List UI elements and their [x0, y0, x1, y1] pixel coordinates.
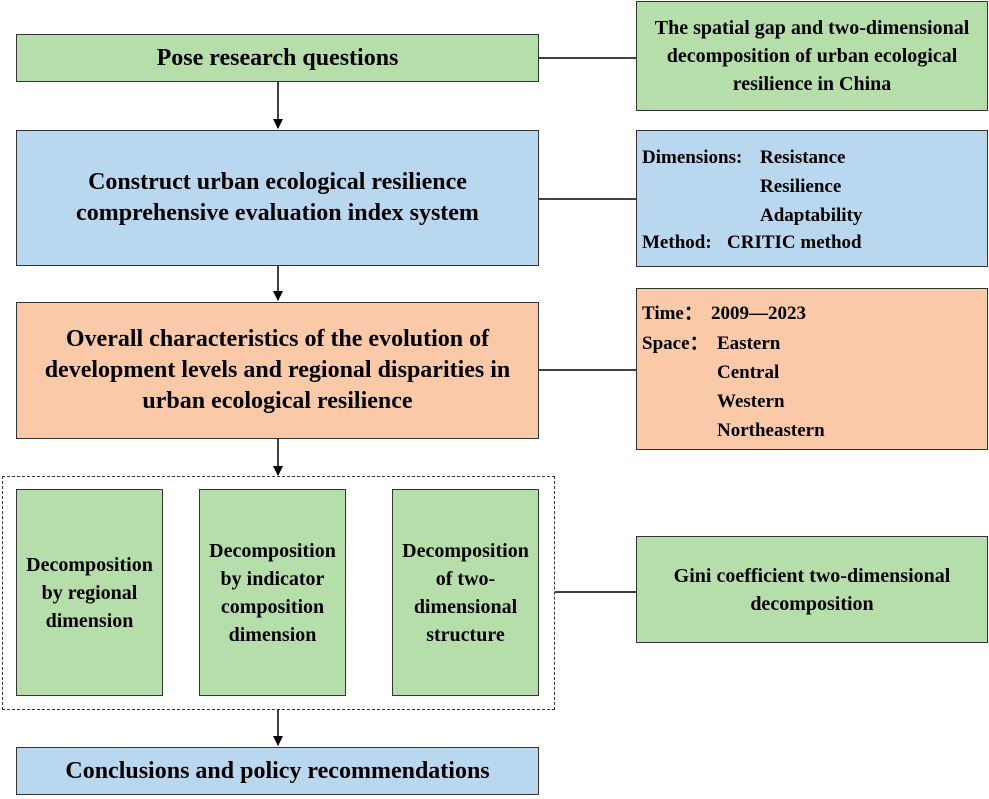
structure-line-2: of two- [435, 567, 496, 590]
spatial-gap-line-3: resilience in China [732, 73, 892, 95]
structure-line-3: dimensional [413, 595, 518, 618]
overall-line-3: urban ecological resilience [142, 388, 413, 414]
dimensions-label: Dimensions: [642, 147, 743, 168]
decomposition-group [2, 476, 555, 710]
indicator-line-3: composition [220, 595, 325, 618]
method-critic: CRITIC method [727, 232, 862, 253]
space-northeastern: Northeastern [717, 420, 825, 441]
conclusions-text: Conclusions and policy recommendations [65, 757, 490, 784]
decomposition-regional-box: Decomposition by regional dimension [16, 489, 163, 696]
conclusions-box: Conclusions and policy recommendations [16, 747, 539, 795]
space-eastern: Eastern [717, 333, 781, 354]
time-range: 2009—2023 [711, 303, 806, 324]
decomposition-structure-box: Decomposition of two- dimensional struct… [392, 489, 539, 696]
structure-line-4: structure [426, 623, 505, 646]
indicator-line-2: by indicator [220, 567, 325, 590]
time-space-box: Time： 2009—2023 Space： Eastern Central W… [636, 288, 988, 450]
pose-research-questions-text: Pose research questions [156, 44, 399, 71]
dimension-resistance: Resistance [760, 147, 846, 168]
structure-line-1: Decomposition [402, 539, 529, 562]
construct-index-system-box: Construct urban ecological resilience co… [16, 130, 539, 266]
regional-line-1: Decomposition [26, 553, 153, 576]
overall-characteristics-box: Overall characteristics of the evolution… [16, 302, 539, 439]
indicator-line-1: Decomposition [209, 539, 336, 562]
spatial-gap-line-1: The spatial gap and two-dimensional [654, 17, 970, 39]
construct-line-1: Construct urban ecological resilience [88, 169, 467, 195]
dimension-adaptability: Adaptability [760, 205, 863, 226]
space-western: Western [717, 391, 785, 412]
pose-research-questions-box: Pose research questions [16, 34, 539, 82]
regional-line-2: by regional [41, 581, 138, 604]
space-label: Space： [642, 333, 709, 354]
spatial-gap-line-2: decomposition of urban ecological [666, 45, 958, 67]
regional-line-3: dimension [45, 609, 134, 632]
gini-line-2: decomposition [750, 592, 874, 615]
method-label: Method: [642, 232, 712, 253]
spatial-gap-box: The spatial gap and two-dimensional deco… [636, 1, 988, 111]
gini-box: Gini coefficient two-dimensional decompo… [636, 536, 988, 643]
gini-line-1: Gini coefficient two-dimensional [673, 564, 951, 587]
space-central: Central [717, 362, 780, 383]
decomposition-indicator-box: Decomposition by indicator composition d… [199, 489, 346, 696]
overall-line-1: Overall characteristics of the evolution… [65, 326, 490, 352]
construct-line-2: comprehensive evaluation index system [76, 200, 479, 226]
dimension-resilience: Resilience [760, 176, 842, 197]
dimensions-method-box: Dimensions: Resistance Resilience Adapta… [636, 130, 988, 267]
indicator-line-4: dimension [228, 623, 317, 646]
time-label: Time： [642, 303, 703, 324]
overall-line-2: development levels and regional disparit… [44, 357, 511, 383]
